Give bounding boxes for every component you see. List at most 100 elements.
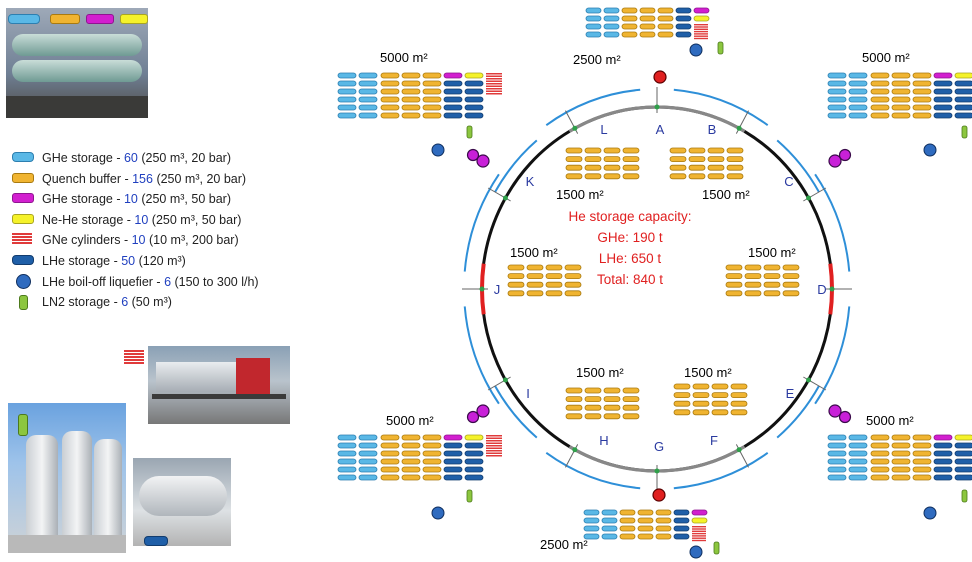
lhe-liquefier xyxy=(690,546,702,558)
storage-area-5000 xyxy=(828,73,972,118)
ring-marker xyxy=(480,287,485,292)
quench-buffer-tank xyxy=(656,510,671,515)
gne-cylinder-line xyxy=(694,26,708,27)
quench-buffer-tank xyxy=(712,384,728,389)
quench-buffer-tank xyxy=(913,467,931,472)
quench-buffer-tank xyxy=(745,265,761,270)
quench-buffer-tank xyxy=(566,174,582,179)
gne-cylinder-line xyxy=(486,443,502,445)
ghe-storage-tank xyxy=(359,105,377,110)
quench-buffer-tank xyxy=(546,291,562,296)
quench-buffer-tank xyxy=(726,274,742,279)
point-label-L: L xyxy=(600,122,607,137)
ghe-storage-tank xyxy=(849,81,867,86)
ghe-storage-tank xyxy=(604,32,619,37)
quench-buffer-tank xyxy=(783,265,799,270)
quench-buffer-tank xyxy=(727,165,743,170)
area-label-bottom-right: 5000 m² xyxy=(866,413,914,428)
ghe-storage-tank xyxy=(849,443,867,448)
lhe-storage-tank xyxy=(955,113,972,118)
ghe-storage-tank xyxy=(359,451,377,456)
quench-buffer-tank xyxy=(402,73,420,78)
quench-buffer-tank xyxy=(640,16,655,21)
quench-buffer-tank xyxy=(871,451,889,456)
quench-buffer-tank xyxy=(913,105,931,110)
ring-marker xyxy=(737,126,742,131)
lhe-storage-tank xyxy=(676,32,691,37)
quench-buffer-tank xyxy=(871,443,889,448)
ghe-storage-tank xyxy=(604,24,619,29)
area-label-inner-top-left: 1500 m² xyxy=(556,187,604,202)
gne-cylinder-line xyxy=(692,526,706,527)
lhe-storage-tank xyxy=(955,451,972,456)
lhe-storage-tank xyxy=(674,526,689,531)
ne-he-storage-tank xyxy=(465,435,483,440)
quench-buffer-tank xyxy=(892,467,910,472)
gne-cylinder-line xyxy=(486,453,502,455)
quench-buffer-tank xyxy=(871,459,889,464)
ghe-storage-tank xyxy=(828,467,846,472)
ghe-storage-tank xyxy=(359,73,377,78)
quench-buffer-tank xyxy=(674,410,690,415)
lhe-storage-icon xyxy=(144,536,168,546)
quench-buffer-tank xyxy=(674,401,690,406)
quench-buffer-tank xyxy=(527,265,543,270)
quench-buffer-tank xyxy=(620,510,635,515)
capacity-lhe: LHe: 650 t xyxy=(560,248,700,269)
quench-buffer-tank xyxy=(871,97,889,102)
point-label-D: D xyxy=(817,282,826,297)
quench-buffer-tank xyxy=(585,174,601,179)
ghe-storage-tank xyxy=(584,526,599,531)
quench-buffer-tank xyxy=(423,451,441,456)
ln2-storage-tank xyxy=(714,542,719,554)
ghe-storage-tank xyxy=(849,89,867,94)
quench-buffer-tank xyxy=(689,174,705,179)
lhe-storage-tank xyxy=(676,24,691,29)
ln2-storage-icon xyxy=(18,414,28,436)
quench-buffer-tank xyxy=(871,113,889,118)
quench-buffer-tank xyxy=(381,73,399,78)
lhe-storage-tank xyxy=(934,459,952,464)
quench-buffer-tank xyxy=(892,113,910,118)
lhe-storage-tank xyxy=(955,81,972,86)
gne-cylinder-line xyxy=(486,448,502,450)
ghe-storage-tank xyxy=(359,113,377,118)
ghe-storage-tank xyxy=(849,105,867,110)
quench-buffer-tank xyxy=(913,97,931,102)
ghe-storage-tank xyxy=(338,105,356,110)
area-label-inner-mid-right: 1500 m² xyxy=(748,245,796,260)
ln2-storage-tank xyxy=(467,490,472,502)
quench-buffer-tank xyxy=(508,291,524,296)
gne-cylinder-line xyxy=(692,533,706,534)
ghe-storage-tank xyxy=(828,113,846,118)
ring-marker xyxy=(655,105,660,110)
quench-buffer-tank xyxy=(638,510,653,515)
quench-buffer-tank xyxy=(745,282,761,287)
lhe-storage-tank xyxy=(465,97,483,102)
lhe-liquefier xyxy=(924,507,936,519)
gne-cylinder-line xyxy=(694,29,708,30)
ln2-storage-tank xyxy=(962,490,967,502)
quench-buffer-tank xyxy=(674,393,690,398)
capacity-block: He storage capacity: GHe: 190 t LHe: 650… xyxy=(560,206,700,290)
gne-cylinder-line xyxy=(486,78,502,80)
lhe-storage-tank xyxy=(674,518,689,523)
quench-buffer-tank xyxy=(892,73,910,78)
quench-buffer-tank xyxy=(381,97,399,102)
quench-buffer-tank xyxy=(604,174,620,179)
gne-cylinder-line xyxy=(486,91,502,93)
lhe-storage-tank xyxy=(444,97,462,102)
lhe-storage-tank xyxy=(955,443,972,448)
gne-cylinder-line xyxy=(486,438,502,440)
quench-buffer-tank xyxy=(727,174,743,179)
lhe-liquefier xyxy=(432,507,444,519)
quench-buffer-tank xyxy=(892,105,910,110)
quench-buffer-tank xyxy=(423,89,441,94)
quench-buffer-tank xyxy=(745,274,761,279)
quench-buffer-tank xyxy=(402,475,420,480)
lhe-storage-tank xyxy=(465,467,483,472)
quench-buffer-tank xyxy=(640,24,655,29)
lhe-storage-tank xyxy=(465,475,483,480)
quench-buffer-tank xyxy=(640,8,655,13)
